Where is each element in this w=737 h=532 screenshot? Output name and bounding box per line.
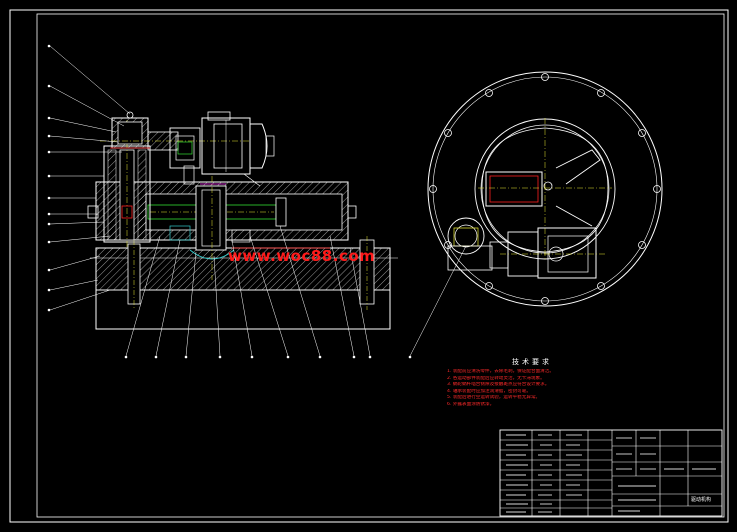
note-item: 4. 轴承装配时应加注润滑脂，密封可靠。 (447, 388, 531, 394)
part-balloons (47, 44, 372, 359)
flange-outer-ring (427, 71, 663, 307)
watermark-text: www.woc88.com (228, 247, 376, 265)
flange-top-view (409, 71, 663, 357)
note-item: 5. 装配后进行空运转试验，运转平稳无异常。 (447, 395, 541, 401)
drawing-frame-inner (36, 13, 725, 518)
title-block (499, 429, 723, 517)
leader-lines-left (49, 45, 371, 357)
drawing-frame-outer (9, 9, 729, 523)
note-item: 6. 外露表面涂防锈漆。 (447, 401, 495, 407)
title-block-cell-text (506, 434, 716, 513)
note-item: 1. 装配前应清洗零件，去除毛刺，保证配合面清洁。 (447, 369, 554, 374)
drawing-name: 驱动机构 (691, 497, 712, 503)
note-item: 2. 各运动部件装配后应转动灵活，无卡滞现象。 (447, 375, 545, 381)
technical-requirements-title: 技术要求 (512, 358, 552, 366)
sectional-view (87, 111, 398, 330)
technical-requirements-list: 1. 装配前应清洗零件，去除毛刺，保证配合面清洁。 2. 各运动部件装配后应转动… (447, 369, 652, 409)
note-item: 3. 蜗轮蜗杆啮合侧隙及接触斑点应符合设计要求。 (447, 382, 550, 388)
